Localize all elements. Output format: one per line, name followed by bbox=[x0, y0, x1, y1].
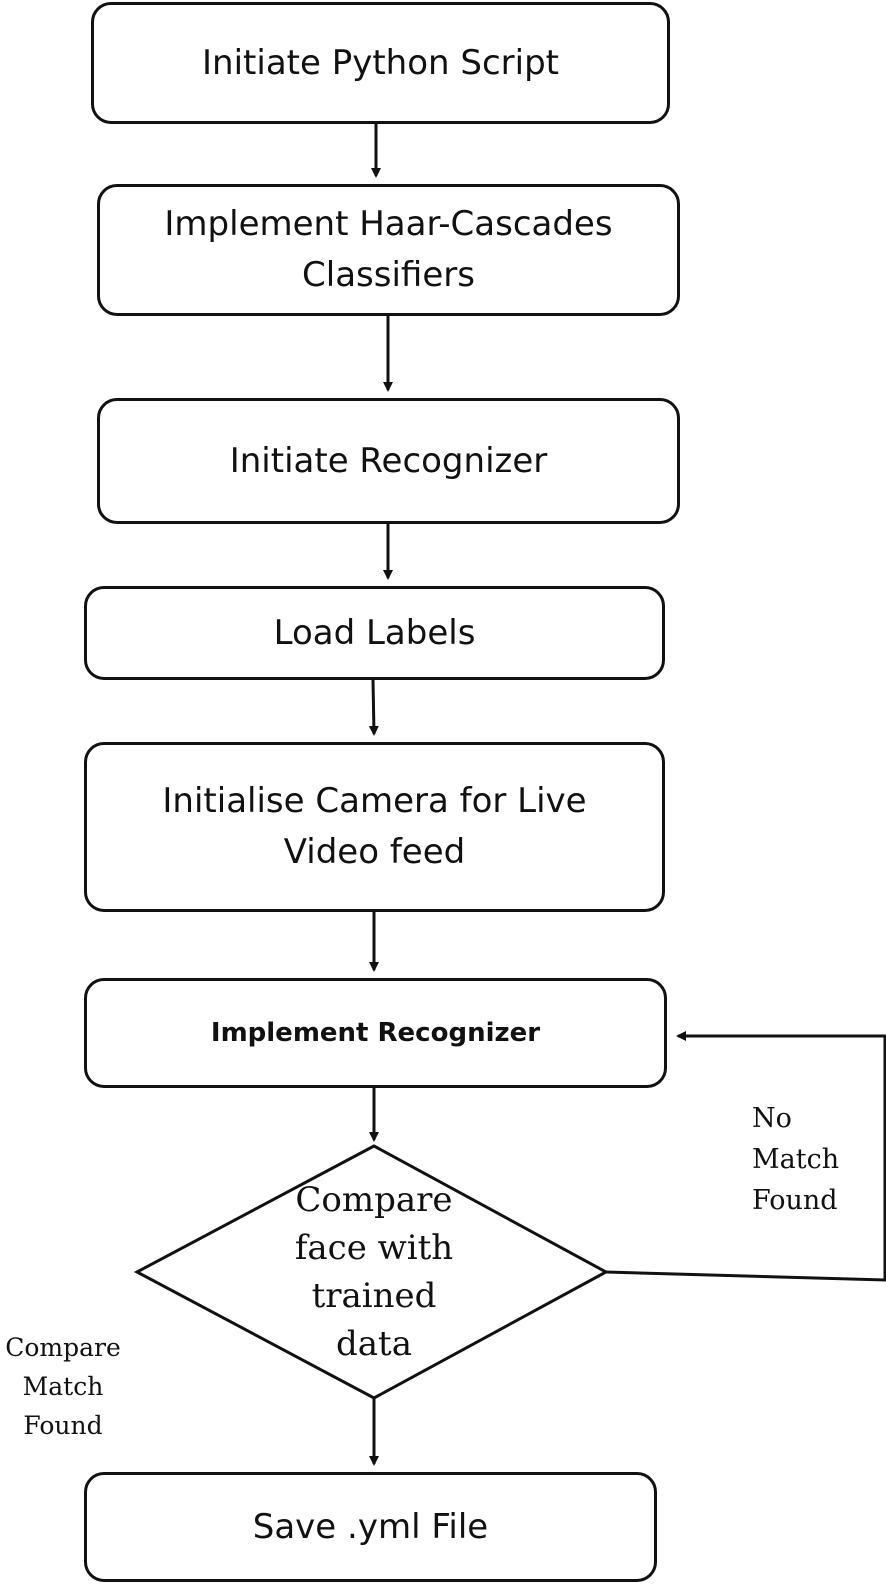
step-load-labels-label: Load Labels bbox=[273, 612, 476, 653]
no-match-line-3: Found bbox=[752, 1185, 838, 1216]
no-match-line-1: No bbox=[752, 1103, 792, 1134]
haar-label-line-1: Implement Haar-Cascades bbox=[164, 204, 613, 244]
step-save-yml-file: Save .yml File bbox=[84, 1472, 657, 1582]
step-implement-haar-cascades-label: Implement Haar-Cascades Classifiers bbox=[164, 199, 612, 301]
step-save-yml-file-label: Save .yml File bbox=[252, 1506, 489, 1547]
arrow-load-labels-to-camera bbox=[368, 679, 379, 736]
step-initiate-recognizer: Initiate Recognizer bbox=[97, 398, 680, 524]
decision-label-line-1: Compare bbox=[295, 1180, 453, 1220]
decision-label-line-2: face with bbox=[294, 1228, 454, 1268]
match-line-3: Found bbox=[23, 1411, 103, 1440]
no-match-found-label: No Match Found bbox=[752, 1098, 852, 1221]
step-initialise-camera: Initialise Camera for Live Video feed bbox=[84, 742, 665, 912]
decision-label-line-3: trained bbox=[311, 1276, 437, 1316]
step-implement-recognizer: Implement Recognizer bbox=[84, 978, 667, 1088]
step-initiate-python-script: Initiate Python Script bbox=[91, 2, 670, 124]
step-implement-haar-cascades: Implement Haar-Cascades Classifiers bbox=[97, 184, 680, 316]
step-initiate-recognizer-label: Initiate Recognizer bbox=[229, 440, 548, 481]
step-implement-recognizer-label: Implement Recognizer bbox=[210, 1017, 541, 1048]
step-initialise-camera-label: Initialise Camera for Live Video feed bbox=[162, 776, 586, 878]
camera-label-line-1: Initialise Camera for Live bbox=[162, 781, 587, 821]
camera-label-line-2: Video feed bbox=[283, 832, 466, 872]
step-load-labels: Load Labels bbox=[84, 586, 665, 680]
arrow-no-match-loop bbox=[605, 1031, 886, 1282]
match-line-2: Match bbox=[22, 1372, 104, 1401]
decision-label: Compare face with trained data bbox=[264, 1176, 484, 1368]
haar-label-line-2: Classifiers bbox=[302, 255, 475, 295]
decision-label-line-4: data bbox=[336, 1324, 412, 1364]
match-line-1: Compare bbox=[5, 1333, 121, 1362]
step-initiate-python-script-label: Initiate Python Script bbox=[202, 42, 559, 83]
compare-match-found-label: Compare Match Found bbox=[0, 1328, 126, 1445]
no-match-line-2: Match bbox=[752, 1144, 840, 1175]
